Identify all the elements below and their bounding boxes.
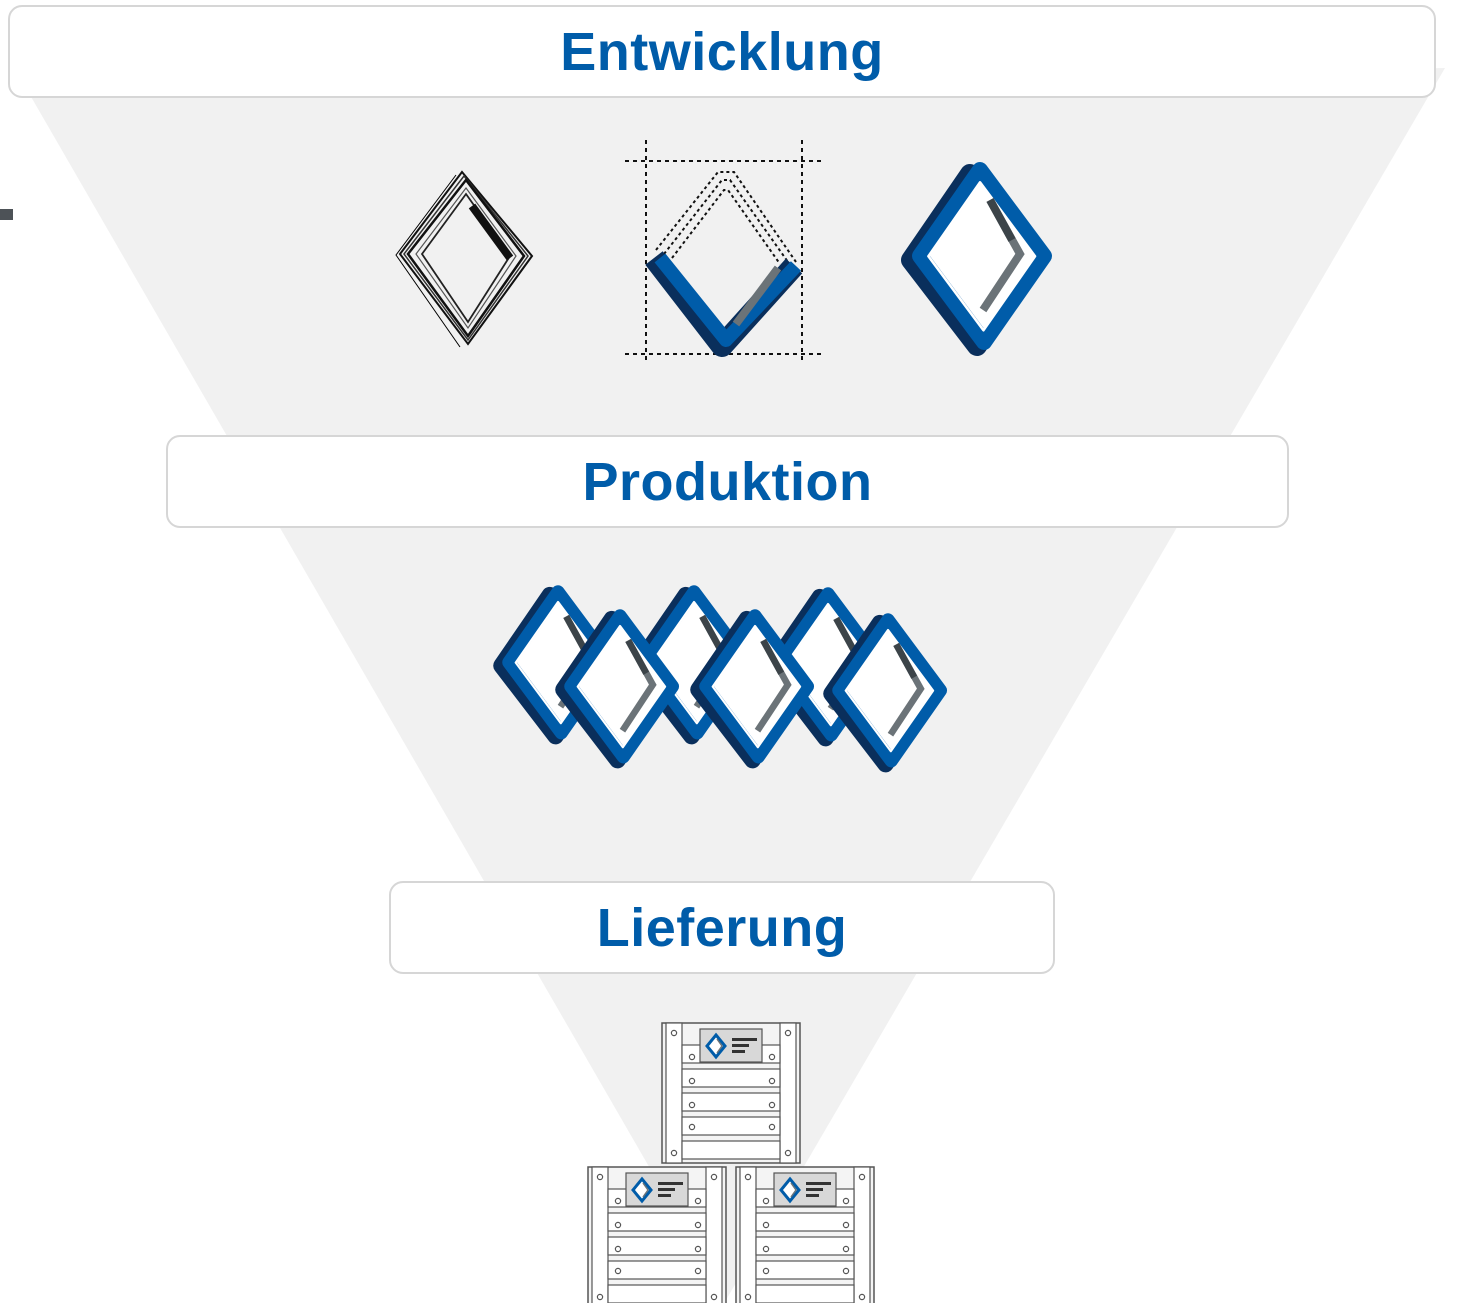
- sketch-diamond-icon: [395, 170, 534, 348]
- edge-marker: [0, 209, 13, 220]
- stage-development-box: Entwicklung: [8, 5, 1436, 98]
- stage-delivery-box: Lieferung: [389, 881, 1055, 974]
- stage-production-box: Produktion: [166, 435, 1289, 528]
- crate-icon: [660, 1021, 802, 1165]
- stage-delivery-label: Lieferung: [596, 897, 848, 958]
- crate-icon: [586, 1165, 728, 1303]
- construction-diamond-icon: [625, 140, 822, 362]
- crate-icon: [734, 1165, 876, 1303]
- stage-production-label: Produktion: [582, 451, 873, 512]
- stage-development-label: Entwicklung: [560, 21, 884, 82]
